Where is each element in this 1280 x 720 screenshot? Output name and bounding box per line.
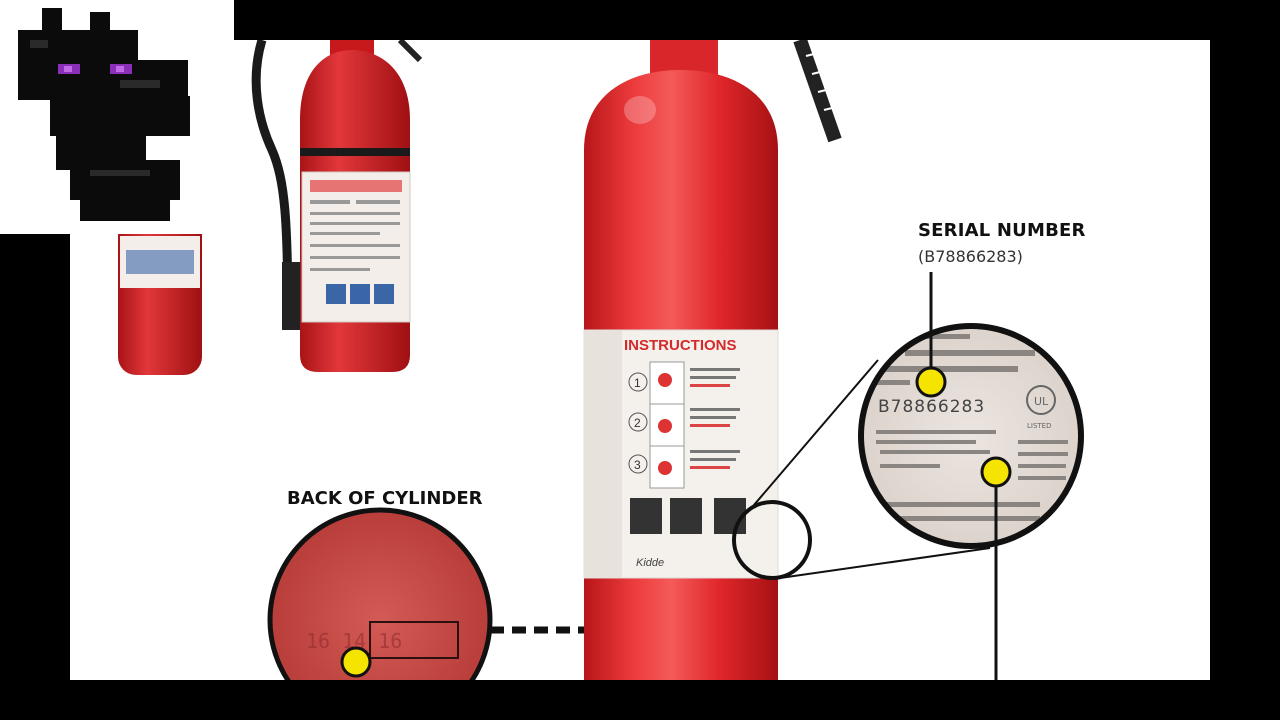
instructions-title: INSTRUCTIONS [624,337,737,354]
serial-number-value: (B78866283) [918,247,1023,266]
instruction-steps: 1 2 3 [628,361,746,569]
step-2-number: 2 [634,416,641,430]
listed-text: LISTED [1027,422,1052,430]
date-yellow-marker [980,456,1012,488]
main-extinguisher: INSTRUCTIONS 1 2 3 [583,40,842,680]
yellow-marker [340,646,372,678]
brand-logo: Kidde [636,557,664,569]
ul-mark: UL [1034,395,1049,408]
step-3-number: 3 [634,458,641,472]
pixel-creature-avatar [18,8,190,221]
small-extinguisher [118,200,202,375]
back-cylinder-magnifier: 16 14 16 [267,507,493,680]
back-of-cylinder-title: BACK OF CYLINDER [287,488,483,509]
step-1-number: 1 [634,376,641,390]
ul-logo [1026,385,1056,415]
printed-serial-number: B78866283 [878,397,985,417]
medium-extinguisher [251,40,423,372]
serial-yellow-marker [915,366,947,398]
zoom-connector [732,359,991,580]
serial-magnifier: B78866283 UL LISTED [858,272,1084,680]
serial-number-title: SERIAL NUMBER [918,220,1086,241]
